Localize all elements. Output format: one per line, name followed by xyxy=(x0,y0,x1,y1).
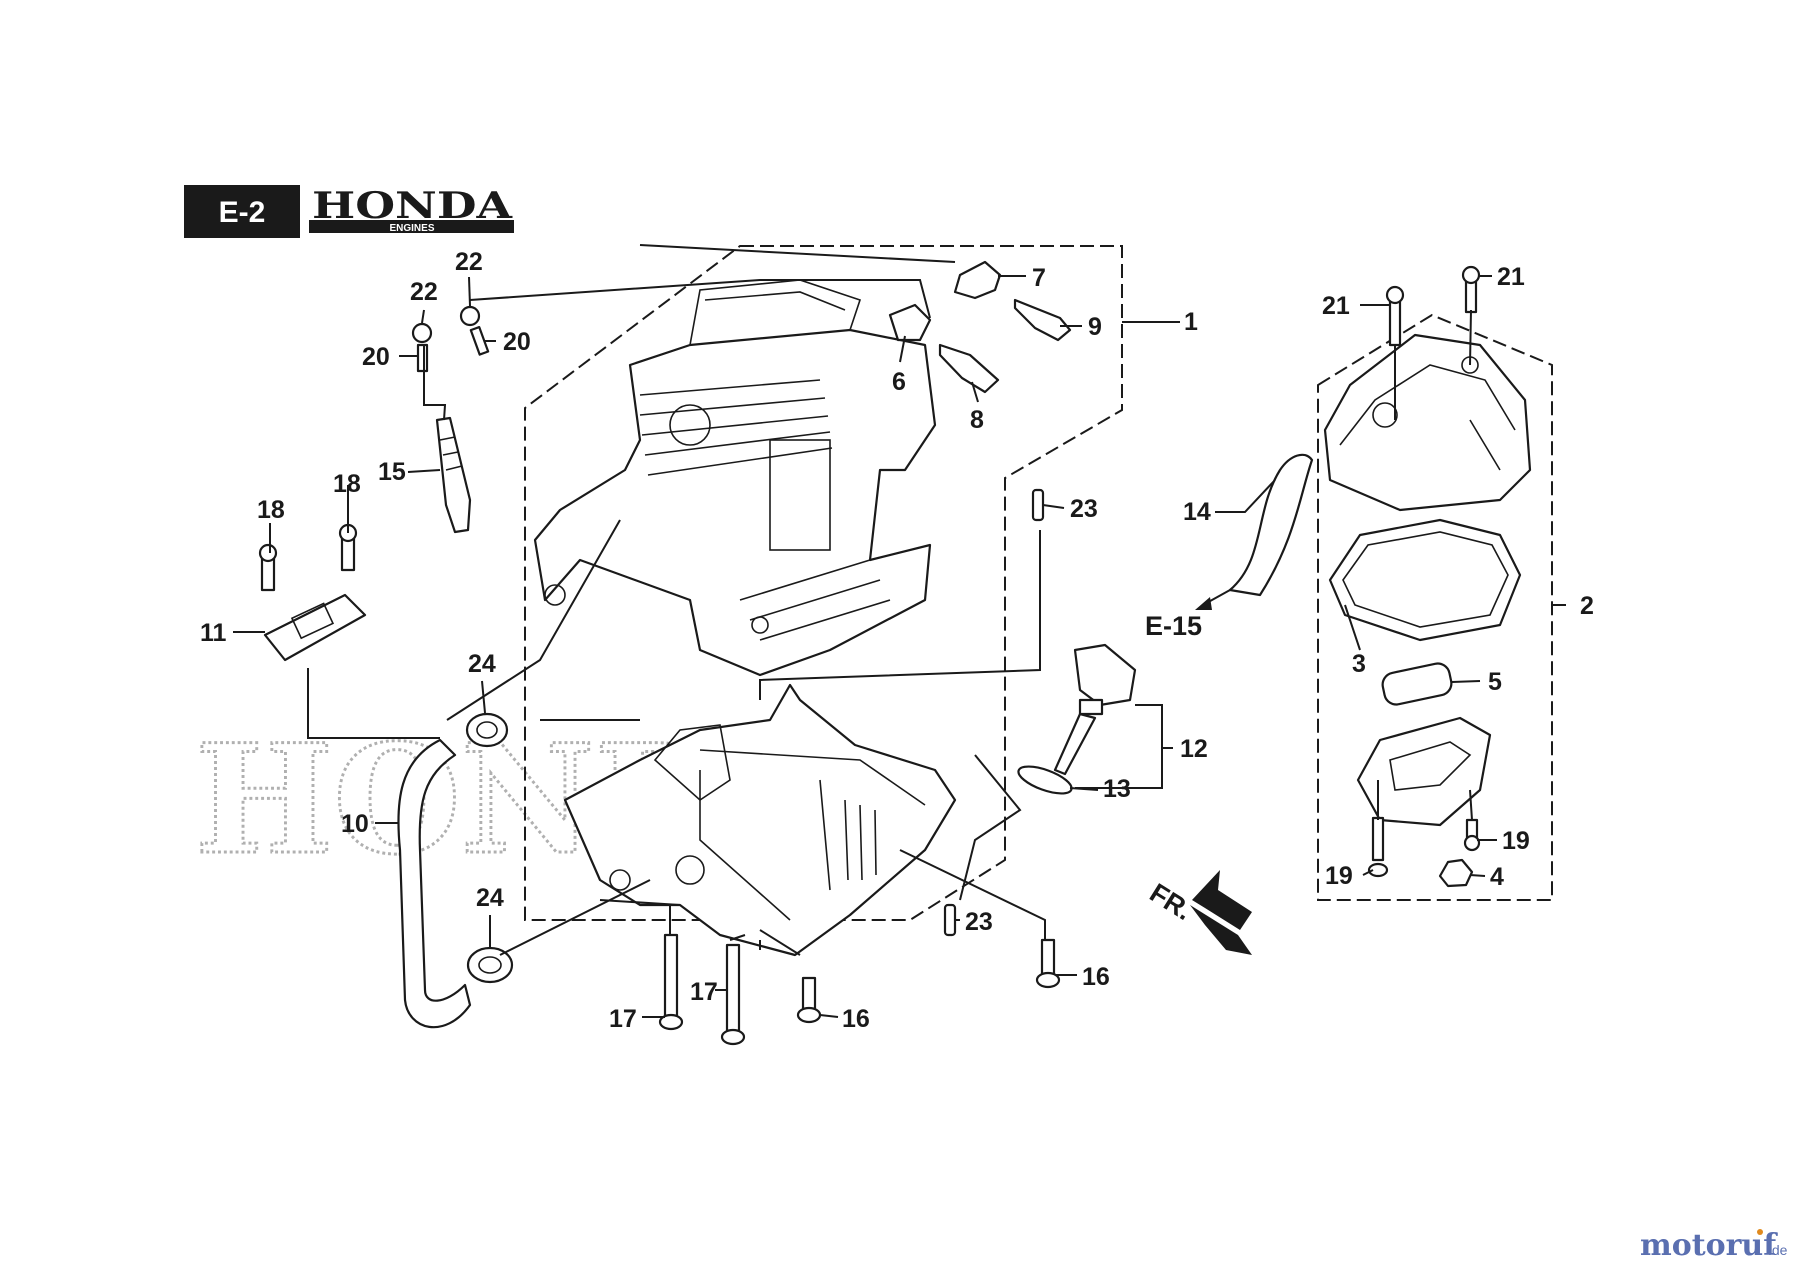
brand-sub: ENGINES xyxy=(389,223,434,234)
brand-underbar xyxy=(309,220,514,233)
front-direction-indicator: FR. xyxy=(1145,870,1252,955)
callout-9: 9 xyxy=(1088,313,1102,341)
callout-20b: 20 xyxy=(503,328,531,356)
callout-19a: 19 xyxy=(1502,827,1530,855)
callout-22a: 22 xyxy=(410,278,438,306)
callout-6: 6 xyxy=(892,368,906,396)
front-label: FR. xyxy=(1145,878,1198,926)
callout-18a: 18 xyxy=(257,496,285,524)
callout-16b: 16 xyxy=(842,1005,870,1033)
part-cylinder-block xyxy=(533,279,937,677)
callout-19b: 19 xyxy=(1325,862,1353,890)
part-breather-tube xyxy=(1228,453,1314,597)
callout-5: 5 xyxy=(1488,668,1502,696)
callout-22b: 22 xyxy=(455,248,483,276)
part-breather-plate xyxy=(263,593,367,662)
callout-8: 8 xyxy=(970,406,984,434)
callout-23b: 23 xyxy=(965,908,993,936)
part-head-gasket xyxy=(1328,518,1522,642)
part-breather-element xyxy=(1381,662,1453,706)
callout-20a: 20 xyxy=(362,343,390,371)
part-rocker-assembly xyxy=(888,260,1072,394)
group-boundary-headcover xyxy=(1317,313,1553,901)
leader-lines xyxy=(233,244,1566,1018)
group-boundaries xyxy=(524,245,1553,921)
section-code-box xyxy=(184,185,300,238)
header-badge: E-2 HONDA ENGINES xyxy=(184,185,514,238)
callout-24b: 24 xyxy=(476,884,504,912)
callout-16a: 16 xyxy=(1082,963,1110,991)
callout-4: 4 xyxy=(1490,863,1504,891)
callout-1: 1 xyxy=(1184,308,1198,336)
site-accent-dot xyxy=(1757,1229,1763,1235)
part-hose-clamp-upper xyxy=(465,712,509,748)
reference-e15: E-15 xyxy=(1145,611,1202,641)
callout-labels: 1 2 3 4 5 6 7 8 9 10 11 12 13 14 15 16 1… xyxy=(200,248,1594,1033)
callout-13: 13 xyxy=(1103,775,1131,803)
callout-7: 7 xyxy=(1032,264,1046,292)
front-arrow-icon xyxy=(1192,870,1252,930)
part-head-cover xyxy=(1323,333,1532,512)
callout-3: 3 xyxy=(1352,650,1366,678)
callout-21b: 21 xyxy=(1497,263,1525,291)
part-breather-housing xyxy=(1356,716,1492,827)
part-crankcase xyxy=(563,683,957,957)
section-code: E-2 xyxy=(219,196,266,229)
part-spark-plug xyxy=(435,416,472,534)
callout-2: 2 xyxy=(1580,592,1594,620)
callout-23a: 23 xyxy=(1070,495,1098,523)
callout-17a: 17 xyxy=(609,1005,637,1033)
site-logo: motoruf .de xyxy=(1640,1228,1788,1263)
part-oil-filler-cap xyxy=(1053,643,1137,776)
site-tld: .de xyxy=(1768,1242,1788,1258)
callout-24a: 24 xyxy=(468,650,496,678)
callout-14: 14 xyxy=(1183,498,1211,526)
callout-15: 15 xyxy=(378,458,406,486)
part-o-ring xyxy=(1017,765,1073,795)
callout-21a: 21 xyxy=(1322,292,1350,320)
part-hose xyxy=(397,738,472,1029)
callout-12: 12 xyxy=(1180,735,1208,763)
callout-10: 10 xyxy=(341,810,369,838)
callout-11: 11 xyxy=(200,619,227,647)
callout-18b: 18 xyxy=(333,470,361,498)
site-name: motoruf xyxy=(1640,1228,1778,1263)
part-hose-clamp-lower xyxy=(466,946,514,984)
group-boundary-cylinder xyxy=(524,245,1123,921)
callout-17b: 17 xyxy=(690,978,718,1006)
